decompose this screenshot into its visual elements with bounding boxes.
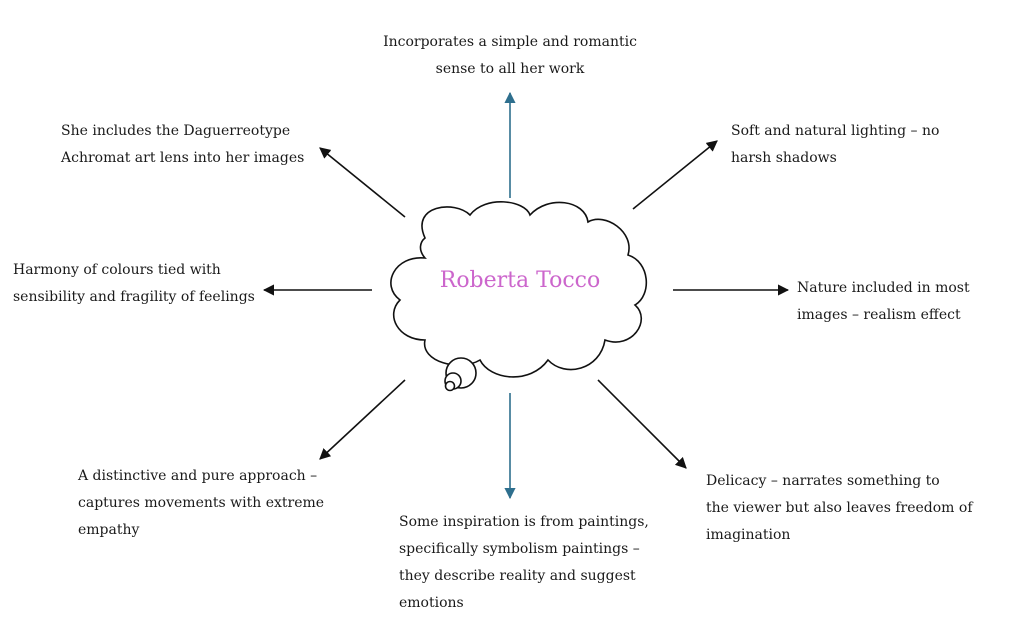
note-top-right: Soft and natural lighting – no harsh sha…	[731, 118, 939, 172]
note-right: Nature included in most images – realism…	[797, 275, 970, 329]
note-line: Delicacy – narrates something to	[706, 473, 940, 489]
arrow-down-right	[597, 379, 687, 469]
note-line: imagination	[706, 527, 791, 543]
note-line: images – realism effect	[797, 307, 961, 323]
note-top-left: She includes the Daguerreotype Achromat …	[61, 118, 304, 172]
note-line: Nature included in most	[797, 280, 970, 296]
note-line: Soft and natural lighting – no	[731, 123, 940, 139]
note-line: they describe reality and suggest	[399, 568, 636, 584]
cloud-bubble-small	[444, 380, 456, 392]
cloud-shape	[390, 201, 648, 378]
arrow-down-left	[319, 379, 406, 460]
note-line: empathy	[78, 522, 140, 538]
note-line: harsh shadows	[731, 150, 837, 166]
note-line: captures movements with extreme	[78, 495, 325, 511]
note-line: Incorporates a simple and romantic	[383, 34, 637, 50]
note-line: She includes the Daguerreotype	[61, 123, 291, 139]
note-bottom: Some inspiration is from paintings, spec…	[399, 509, 649, 617]
note-line: A distinctive and pure approach –	[78, 468, 318, 484]
arrow-up-left	[319, 147, 406, 218]
note-bottom-right: Delicacy – narrates something to the vie…	[706, 468, 973, 549]
note-line: sense to all her work	[435, 61, 585, 77]
note-top: Incorporates a simple and romantic sense…	[372, 29, 648, 83]
note-left: Harmony of colours tied with sensibility…	[13, 257, 255, 311]
note-line: Achromat art lens into her images	[61, 150, 305, 166]
center-title: Roberta Tocco	[439, 268, 601, 293]
note-line: emotions	[399, 595, 464, 611]
note-line: the viewer but also leaves freedom of	[706, 500, 973, 516]
note-line: Harmony of colours tied with	[13, 262, 221, 278]
note-line: Some inspiration is from paintings,	[399, 514, 649, 530]
note-line: sensibility and fragility of feelings	[13, 289, 255, 305]
arrow-up-right	[632, 140, 718, 210]
thought-cloud	[390, 201, 648, 392]
note-line: specifically symbolism paintings –	[399, 541, 640, 557]
note-bottom-left: A distinctive and pure approach – captur…	[78, 463, 324, 544]
